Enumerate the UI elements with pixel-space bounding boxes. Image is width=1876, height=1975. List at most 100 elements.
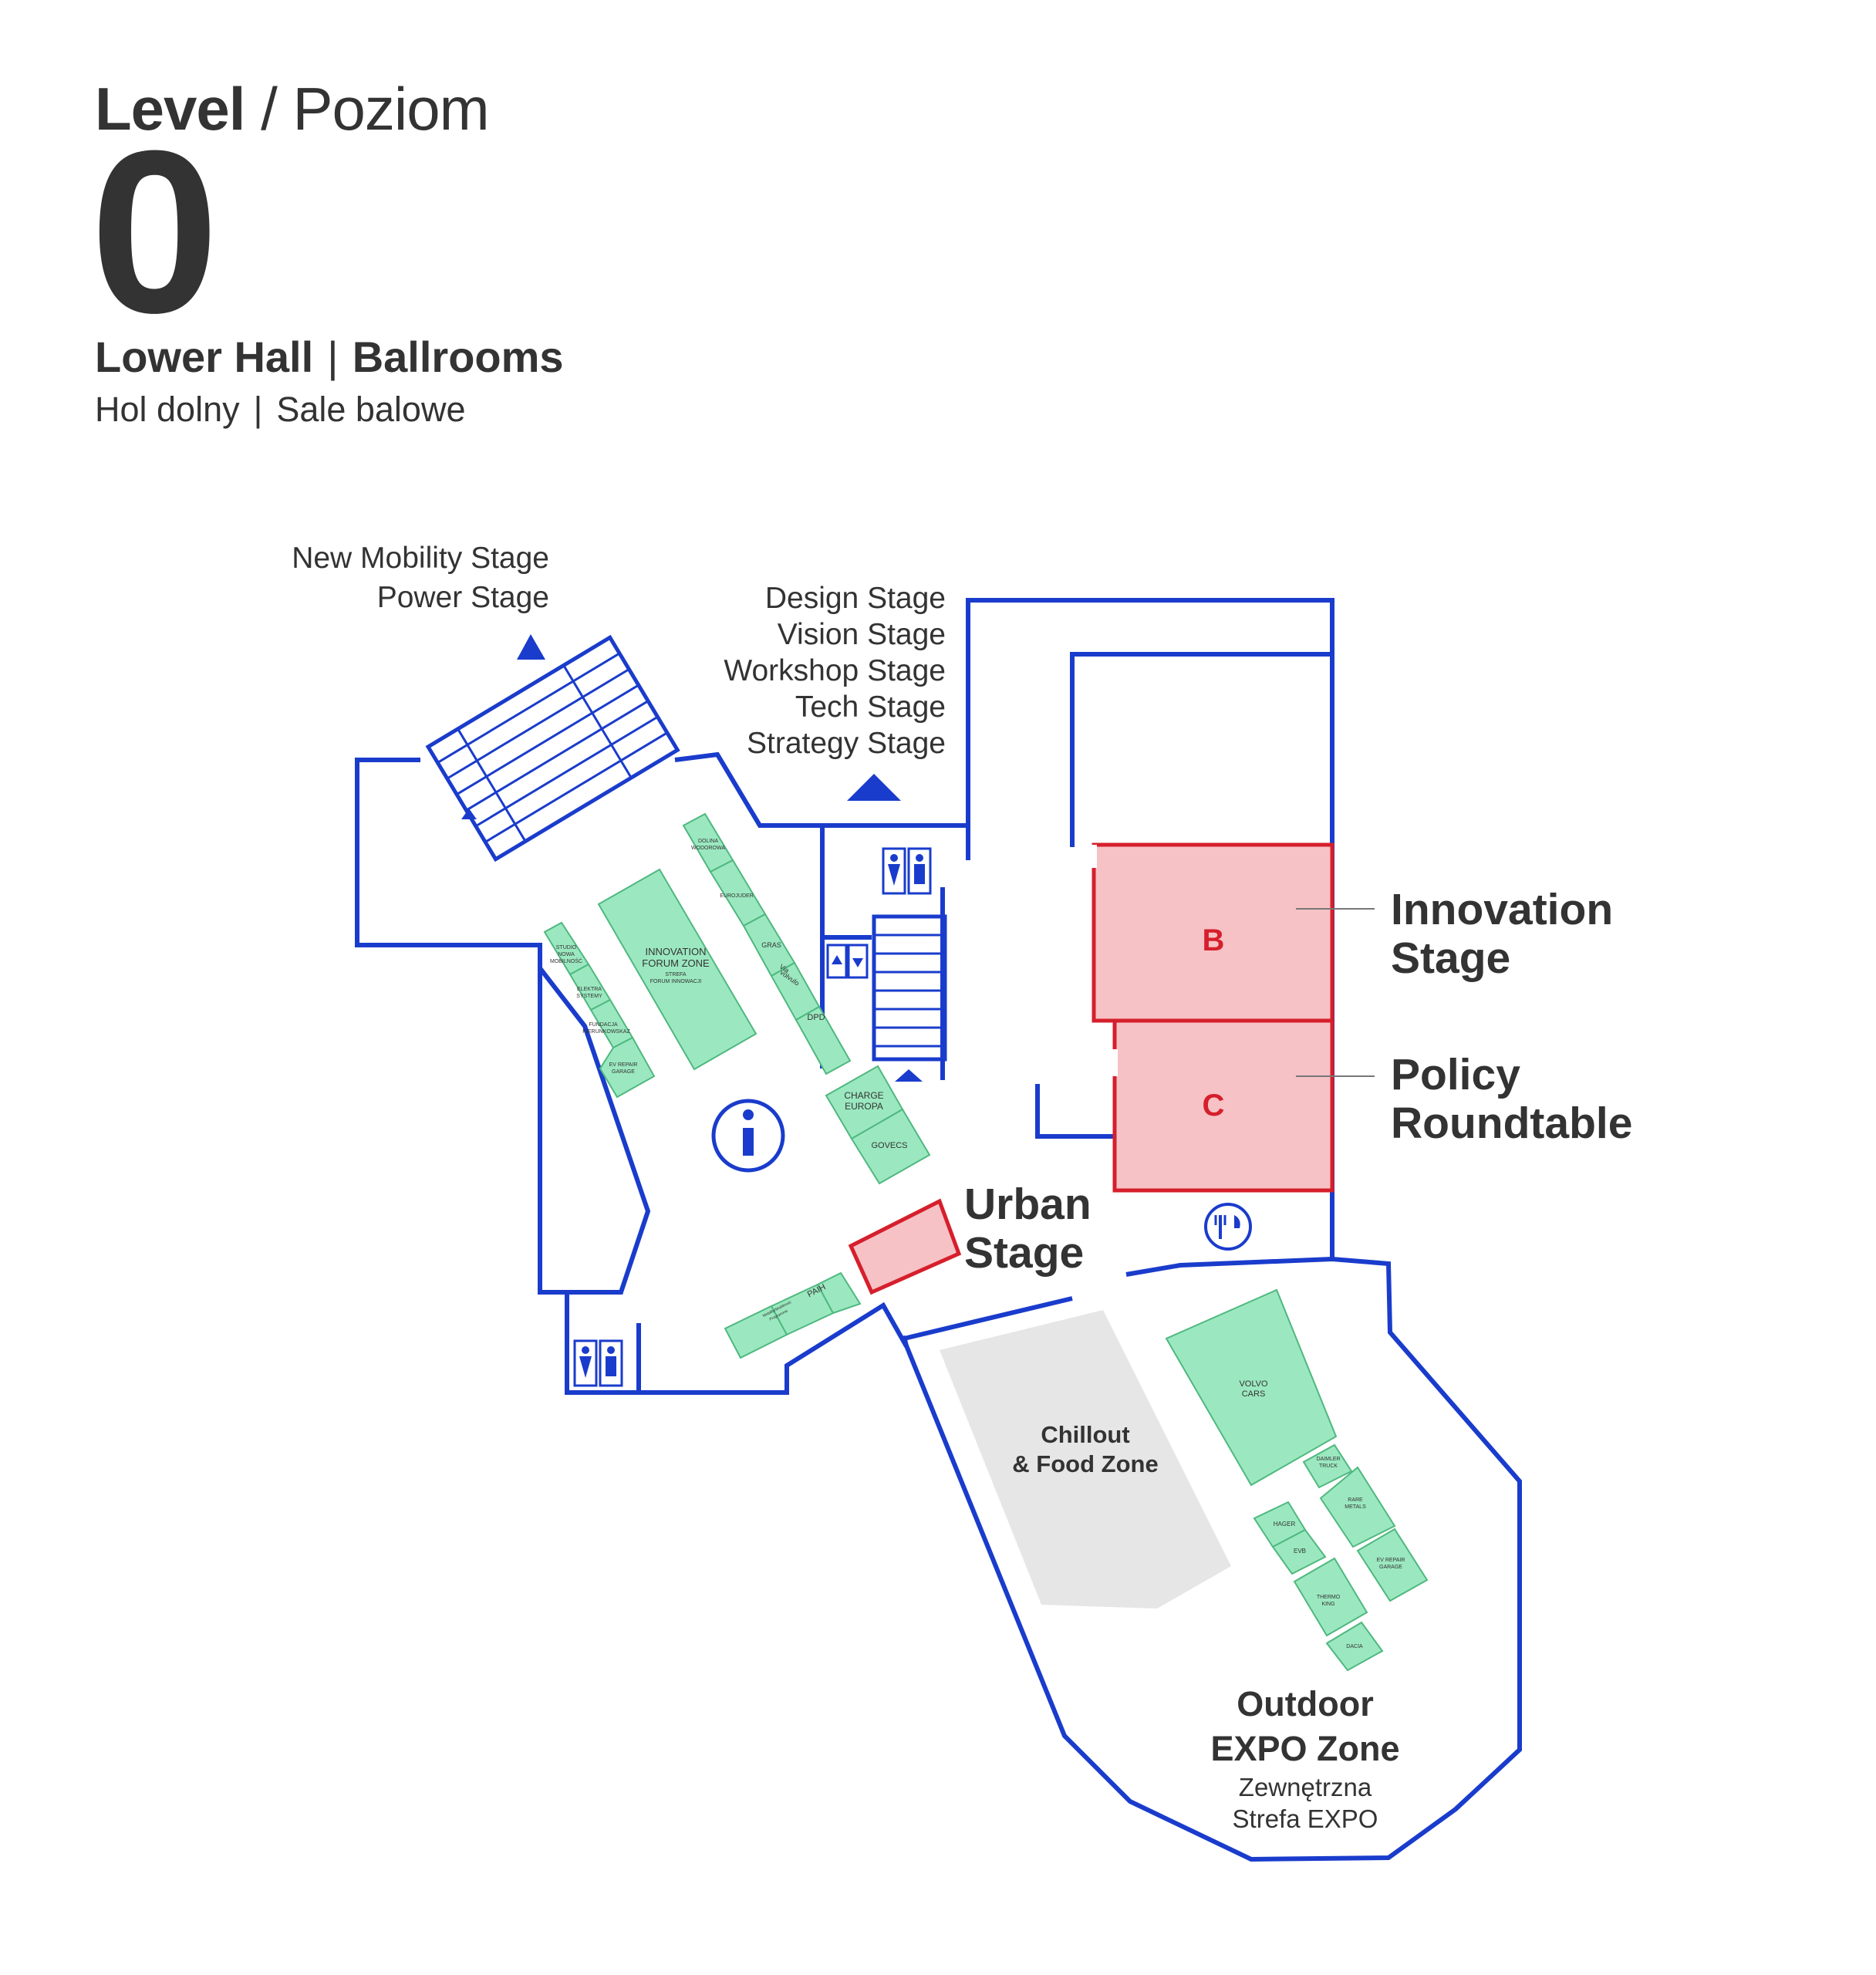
label-innovation-stage: Innovation Stage (1391, 886, 1613, 983)
level-title: Level / Poziom (95, 73, 490, 144)
label-urban-line1: Urban (964, 1180, 1092, 1229)
booths-outdoor (1165, 1288, 1429, 1672)
elevator-icon (826, 944, 869, 979)
room-b-letter: B (1203, 923, 1225, 957)
room-urban (848, 1198, 962, 1295)
booth-label: EVB (1294, 1548, 1306, 1555)
booth-label: VOLVO (1239, 1379, 1268, 1389)
booth-label: EUROJUDER (720, 893, 754, 899)
booth-label: DAIMLER (1316, 1457, 1340, 1462)
booth-label: MOBILNOŚĆ (550, 957, 582, 964)
stairs-destinations-center: Design Stage Vision Stage Workshop Stage… (724, 580, 946, 761)
restroom-icon (573, 1339, 623, 1387)
label-policy-line1: Policy (1391, 1050, 1520, 1099)
stairs-destinations-left: New Mobility Stage Power Stage (292, 538, 549, 617)
booth-label: KING (1321, 1602, 1334, 1607)
stage-design: Design Stage (764, 582, 946, 615)
outdoor-line1: Outdoor (1237, 1684, 1374, 1723)
booths-forum (543, 812, 931, 1359)
wall-c-corner (1035, 1084, 1113, 1139)
stage-workshop: Workshop Stage (724, 654, 946, 687)
area-title-en: Lower Hall | Ballrooms (95, 332, 564, 382)
wall-to-outdoor-1 (903, 1296, 1073, 1341)
booth-innovation-forum (597, 868, 757, 1071)
booth-label: FORUM ZONE (642, 957, 710, 969)
booth-label: TRUCK (1319, 1464, 1338, 1469)
label-policy-line2: Roundtable (1391, 1099, 1633, 1148)
booth-label: SYSTEMY (576, 994, 602, 999)
wall-left-block (355, 758, 651, 1295)
booth-label: RARE (1348, 1497, 1363, 1503)
booth-label: GARAGE (1379, 1565, 1402, 1570)
booth-volvo (1165, 1288, 1338, 1487)
booth-label: CARS (1242, 1389, 1266, 1399)
stairs-left (425, 634, 680, 863)
booth-label: FORUM INNOWACJI (650, 979, 702, 984)
stairs-center (872, 914, 947, 1062)
booth-label: CHARGE (844, 1090, 883, 1101)
chillout-label-1: Chillout (1041, 1421, 1129, 1448)
booth-label: ELEKTRA (577, 987, 602, 992)
booth-label: HAGER (1274, 1521, 1296, 1528)
outdoor-line2: EXPO Zone (1210, 1729, 1400, 1768)
booth-label: DPD (807, 1013, 825, 1022)
stage-tech: Tech Stage (795, 690, 946, 724)
area-lower-hall: Lower Hall (95, 333, 314, 381)
stairs-up-arrow-icon (895, 1069, 923, 1082)
label-policy-roundtable: Policy Roundtable (1391, 1051, 1632, 1148)
area-hol-dolny: Hol dolny (95, 390, 240, 429)
booth-label: KIERUNKOWSKAZ (582, 1029, 630, 1035)
booth-label: STREFA (665, 972, 687, 977)
booth-label: WODOROWA (691, 846, 725, 851)
booth-label: GOVECS (871, 1141, 907, 1150)
booth-label: EV REPAIR (1377, 1558, 1405, 1563)
level-header: Level / Poziom (95, 73, 490, 144)
label-urban-line2: Stage (964, 1228, 1085, 1278)
chillout-label-2: & Food Zone (1012, 1450, 1158, 1477)
chillout-zone (940, 1310, 1231, 1609)
area-title-pl: Hol dolny | Sale balowe (95, 390, 465, 430)
room-c-letter: C (1203, 1089, 1225, 1123)
booth-label: THERMO (1317, 1595, 1341, 1600)
room-b (1092, 842, 1334, 1023)
booth-label: DACIA (1346, 1644, 1363, 1649)
booth-label: GARAGE (612, 1069, 635, 1075)
room-c (1112, 1018, 1334, 1193)
booth-label: STUDIO (556, 945, 577, 950)
booth-label: GRAS (761, 941, 781, 949)
info-icon (711, 1099, 785, 1173)
level-number: 0 (90, 102, 219, 361)
stage-power: Power Stage (376, 581, 549, 614)
walls (355, 598, 1522, 1862)
stairs-up-arrow-icon (461, 809, 477, 819)
stage-strategy: Strategy Stage (747, 727, 946, 760)
area-separator-pl: | (253, 390, 263, 429)
level-label-pl: / Poziom (261, 75, 489, 143)
booth-label: NOWA (558, 952, 575, 957)
booth-label: DOLINA (698, 839, 718, 844)
booth-label: INNOVATION (646, 946, 707, 957)
area-sale-balowe: Sale balowe (276, 390, 466, 429)
stage-vision: Vision Stage (777, 618, 946, 651)
outdoor-pl-line1: Zewnętrzna (1238, 1773, 1372, 1801)
area-ballrooms: Ballrooms (352, 333, 564, 381)
stairs-up-arrow-icon (517, 634, 545, 660)
label-outdoor-expo: Outdoor EXPO Zone Zewnętrzna Strefa EXPO (1189, 1682, 1421, 1835)
level-label-en: Level (95, 75, 245, 143)
stage-new-mobility: New Mobility Stage (292, 542, 549, 575)
booth-label: FUNDACJA (589, 1022, 618, 1028)
label-innovation-line2: Stage (1391, 933, 1511, 983)
restaurant-icon (1204, 1203, 1252, 1251)
label-innovation-line1: Innovation (1391, 885, 1614, 934)
stairs-up-arrow-icon (847, 774, 901, 801)
booth-label: EV REPAIR (609, 1062, 638, 1068)
restroom-icon (882, 847, 932, 895)
booth-labels: INNOVATION FORUM ZONE STREFA FORUM INNOW… (550, 839, 1405, 1649)
outdoor-pl-line2: Strefa EXPO (1232, 1805, 1378, 1833)
area-separator: | (327, 333, 339, 381)
booth-label: EUROPA (845, 1101, 883, 1112)
label-urban-stage: Urban Stage (964, 1180, 1092, 1278)
booth-label: METALS (1345, 1504, 1366, 1510)
wall-upper-room (1070, 652, 1332, 847)
